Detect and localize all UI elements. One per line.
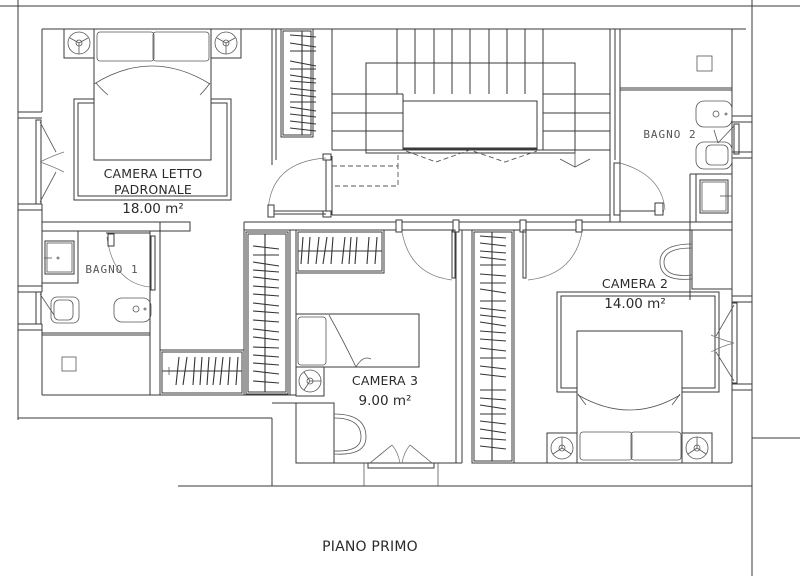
bathroom-1-fixtures bbox=[35, 230, 156, 372]
bedroom-doors bbox=[395, 219, 583, 281]
master-bedroom-label-line1: CAMERA LETTO bbox=[103, 166, 203, 181]
bathroom-2-label: BAGNO 2 bbox=[643, 128, 697, 141]
master-bedroom-label-line2: PADRONALE bbox=[113, 182, 192, 197]
staircase bbox=[322, 29, 611, 222]
floor-title: PIANO PRIMO bbox=[322, 539, 418, 555]
bedroom-3-label: CAMERA 3 bbox=[351, 373, 419, 388]
master-door bbox=[267, 157, 327, 218]
bathroom-1-label: BAGNO 1 bbox=[85, 263, 139, 276]
wardrobes bbox=[159, 28, 515, 464]
bedroom-2-furniture bbox=[546, 229, 738, 464]
bedroom-2-label: CAMERA 2 bbox=[601, 276, 669, 291]
bedroom-3-area: 9.00 m² bbox=[358, 393, 412, 409]
bedroom-3-furniture bbox=[295, 313, 439, 486]
bedroom-2-area: 14.00 m² bbox=[604, 296, 666, 312]
master-bed bbox=[63, 28, 242, 201]
master-bedroom-area: 18.00 m² bbox=[122, 201, 184, 217]
bathroom-2-fixtures bbox=[613, 55, 740, 223]
master-window bbox=[35, 119, 65, 205]
